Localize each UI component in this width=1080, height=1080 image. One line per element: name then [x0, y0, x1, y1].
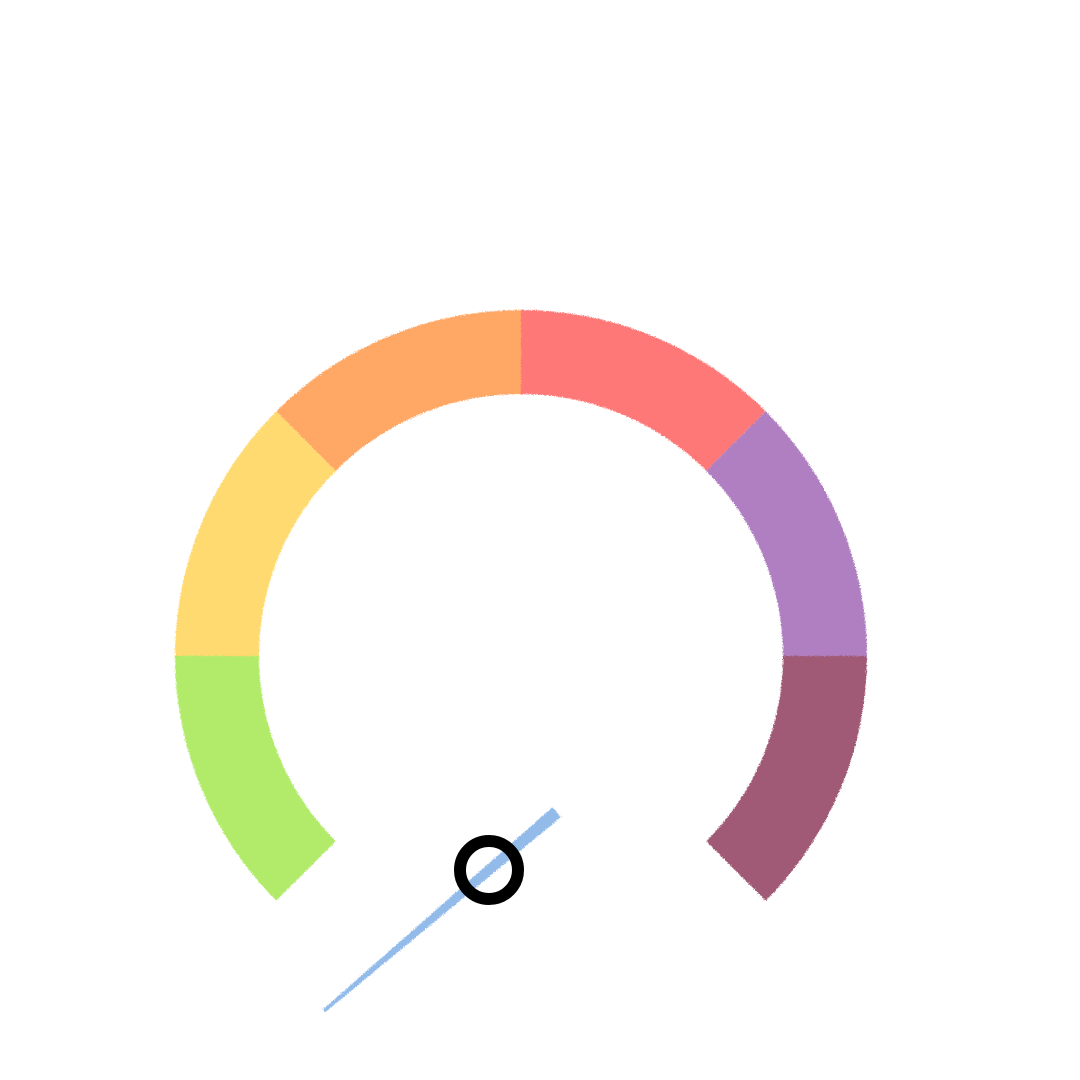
gauge-band-5 [706, 411, 867, 656]
gauge-band-6 [706, 656, 867, 901]
gauge-band-2 [175, 411, 336, 656]
gauge-needle [322, 807, 561, 1013]
gauge-band-3 [276, 310, 521, 471]
gauge-hub [454, 835, 524, 905]
gauge-bands [175, 310, 867, 901]
gauge-needle-group [322, 807, 561, 1013]
gauge-band-1 [175, 656, 336, 901]
gauge-band-4 [521, 310, 766, 471]
